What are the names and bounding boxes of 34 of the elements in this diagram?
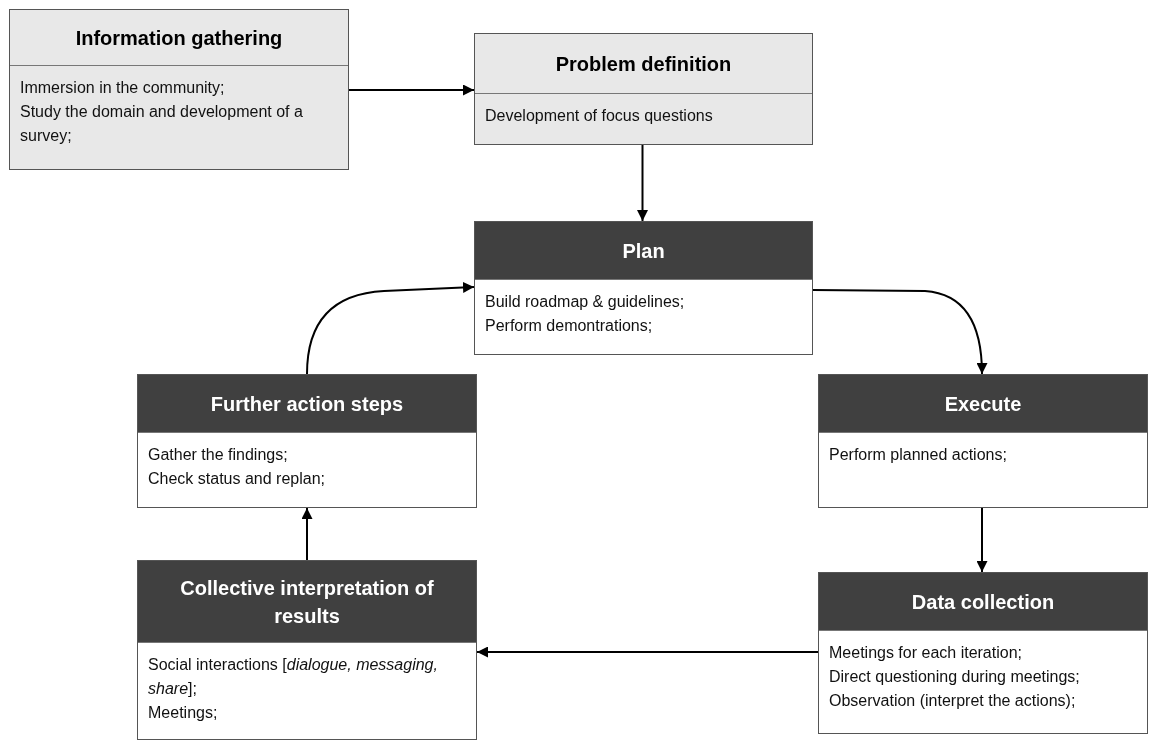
box-heading: Data collection	[911, 589, 1055, 615]
box-text: Observation (interpret the actions);	[829, 691, 1077, 711]
box-text: Social interactions [dialogue, messaging, share];	[148, 655, 439, 699]
box-heading: Plan	[622, 238, 665, 264]
arrow	[306, 282, 475, 375]
arrow	[301, 507, 313, 561]
box-text: Perform demontrations;	[485, 316, 654, 336]
box-heading: Information gathering	[75, 25, 283, 51]
box-text: Study the domain and development of a survey;	[20, 102, 304, 146]
arrow	[476, 646, 819, 658]
box-heading: Problem definition	[555, 51, 732, 77]
process-box	[474, 221, 813, 355]
box-text: Development of focus questions	[485, 106, 714, 126]
process-box	[474, 33, 813, 145]
process-box	[137, 374, 477, 508]
box-text: Meetings for each iteration;	[829, 643, 1023, 663]
box-text: Perform planned actions;	[829, 445, 1008, 465]
box-heading: Further action steps	[210, 391, 404, 417]
arrow	[348, 84, 475, 96]
box-heading: Execute	[944, 391, 1022, 417]
box-text: Check status and replan;	[148, 469, 326, 489]
process-box	[818, 572, 1148, 734]
box-text: Build roadmap & guidelines;	[485, 292, 686, 312]
arrow	[637, 144, 648, 222]
box-text: Direct questioning during meetings;	[829, 667, 1081, 687]
box-text: Immersion in the community;	[20, 78, 226, 98]
box-heading: Collective interpretation of results	[179, 575, 435, 629]
arrow	[812, 289, 988, 375]
arrow	[976, 507, 988, 573]
process-box	[818, 374, 1148, 508]
process-box	[9, 9, 349, 170]
box-text: Gather the findings;	[148, 445, 289, 465]
process-box	[137, 560, 477, 740]
box-text: Meetings;	[148, 703, 219, 723]
